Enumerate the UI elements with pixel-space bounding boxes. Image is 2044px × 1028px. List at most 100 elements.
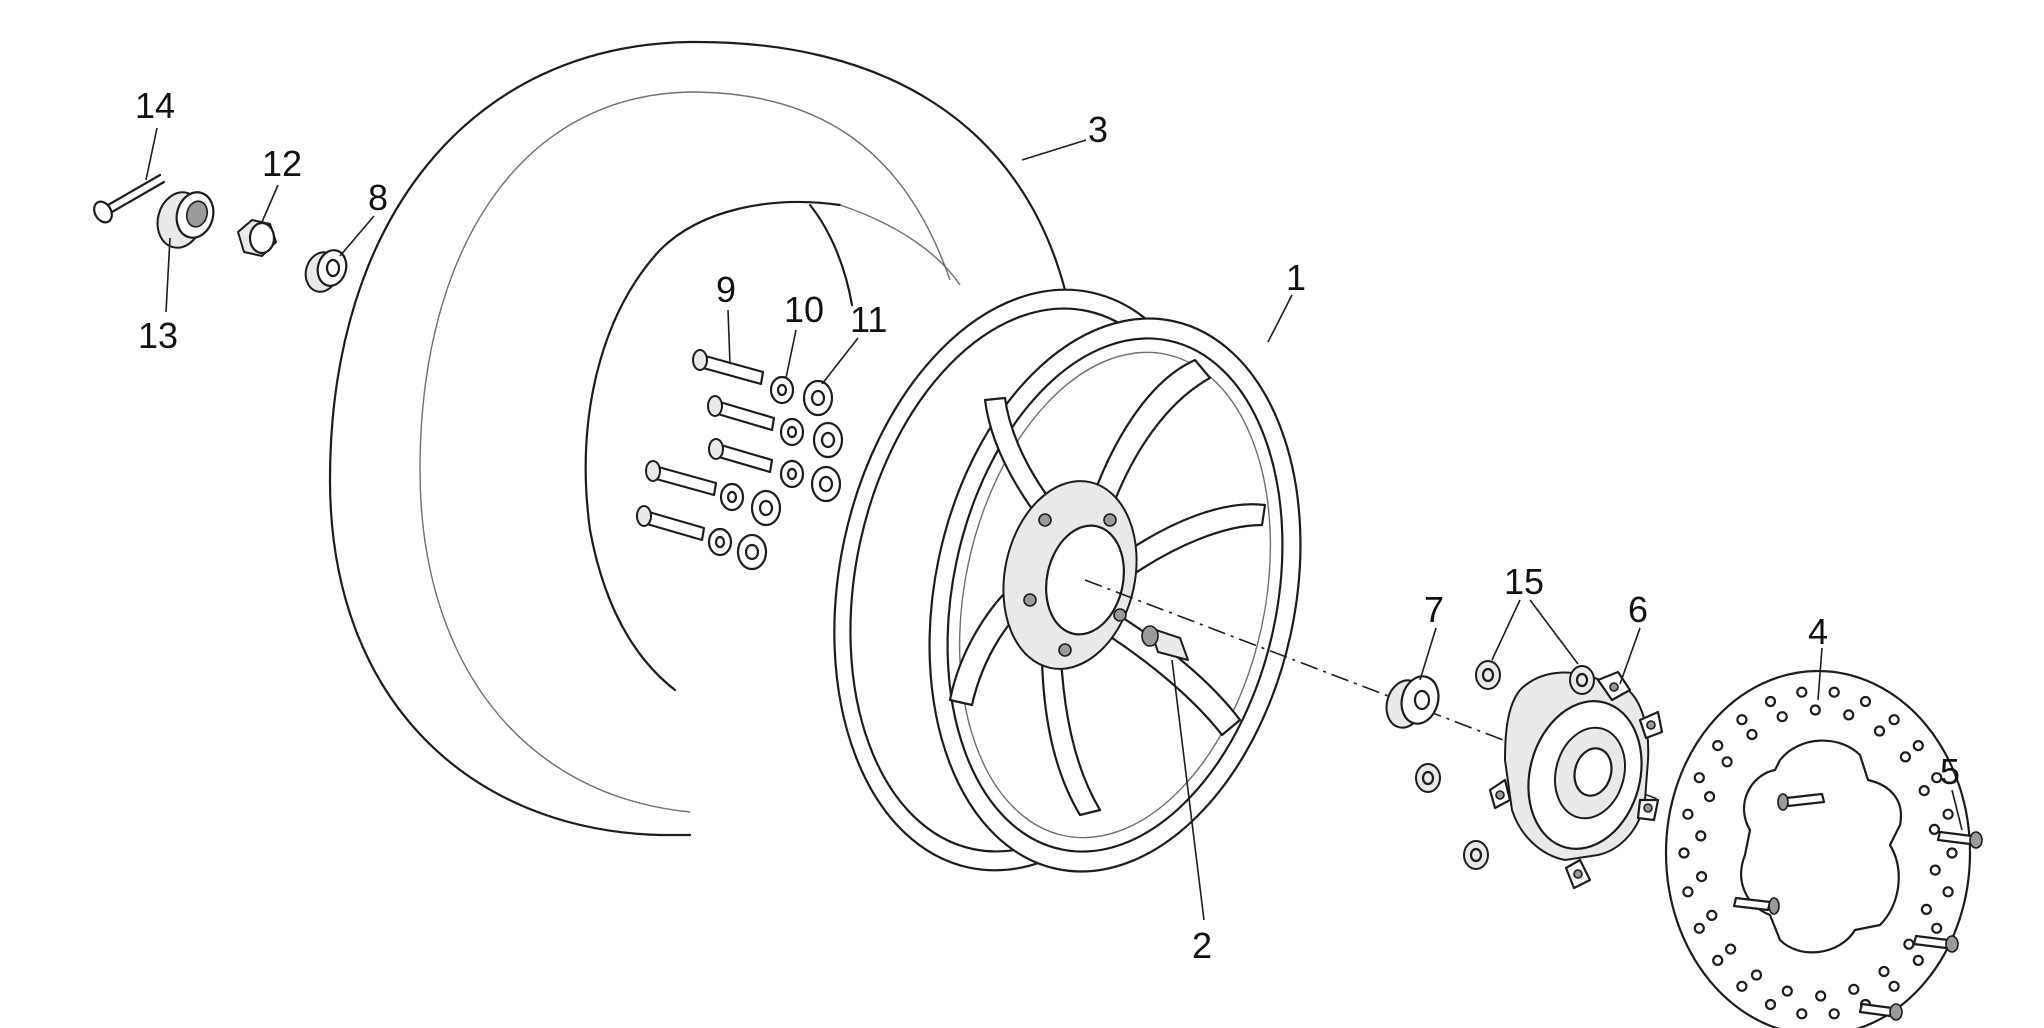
leader-5 bbox=[1951, 789, 1963, 831]
leader-15a bbox=[1491, 599, 1521, 661]
bolt-1 bbox=[692, 349, 834, 417]
flange-nut-4 bbox=[1463, 840, 1489, 870]
disc-hole bbox=[1706, 909, 1718, 922]
disc-hole bbox=[1703, 790, 1716, 803]
disc-hole bbox=[1828, 1008, 1840, 1020]
disc-hole bbox=[1693, 922, 1705, 934]
callout-3: 3 bbox=[1088, 109, 1108, 150]
bolt-5 bbox=[636, 505, 768, 571]
bolt-3 bbox=[708, 438, 842, 503]
disc-hole bbox=[1736, 714, 1748, 726]
leader-6 bbox=[1619, 627, 1641, 685]
disc-bolt-3 bbox=[1936, 830, 1983, 849]
disc-hole bbox=[1724, 943, 1737, 955]
leader-10 bbox=[785, 329, 797, 379]
disc-hole bbox=[1682, 886, 1694, 898]
disc-hole bbox=[1946, 847, 1958, 859]
callout-14: 14 bbox=[135, 85, 175, 126]
disc-hole bbox=[1873, 725, 1886, 737]
disc-hole bbox=[1843, 709, 1855, 721]
disc-hole bbox=[1781, 985, 1793, 997]
axle-nut-part bbox=[237, 219, 277, 257]
disc-hole bbox=[1796, 1008, 1808, 1020]
disc-hole bbox=[1912, 739, 1924, 752]
disc-hole bbox=[1712, 739, 1724, 752]
spacer-part bbox=[304, 249, 348, 293]
callout-8: 8 bbox=[368, 177, 388, 218]
disc-hole bbox=[1693, 772, 1705, 784]
flange-nut-1 bbox=[1475, 660, 1501, 690]
disc-bolt-4 bbox=[1912, 934, 1959, 953]
disc-hole bbox=[1928, 823, 1941, 836]
leader-8 bbox=[339, 215, 375, 257]
leader-11 bbox=[821, 337, 859, 385]
disc-bolt-2 bbox=[1732, 896, 1780, 915]
disc-hole bbox=[1942, 886, 1954, 898]
flange-nut-3 bbox=[1415, 763, 1441, 793]
disc-hole bbox=[1815, 990, 1827, 1002]
disc-hole bbox=[1695, 830, 1707, 842]
flange-nut-2 bbox=[1569, 665, 1595, 695]
disc-hole bbox=[1695, 870, 1708, 883]
callout-5: 5 bbox=[1940, 751, 1960, 792]
disc-hole bbox=[1920, 903, 1933, 916]
disc-hole bbox=[1712, 954, 1724, 967]
leader-3 bbox=[1021, 139, 1087, 161]
disc-hole bbox=[1942, 808, 1954, 820]
wheel-rim-part bbox=[833, 288, 1302, 873]
callout-1: 1 bbox=[1286, 257, 1306, 298]
leader-15b bbox=[1529, 599, 1579, 665]
leader-4 bbox=[1817, 647, 1823, 701]
disc-hole bbox=[1899, 751, 1912, 763]
bolt-2 bbox=[707, 395, 844, 459]
hub-bolts-group bbox=[636, 349, 844, 571]
leader-12 bbox=[261, 184, 279, 223]
disc-hole bbox=[1888, 714, 1900, 726]
leader-9 bbox=[727, 309, 731, 365]
brake-disc-flange-part bbox=[1488, 670, 1664, 890]
disc-bolts-group bbox=[1732, 792, 1983, 1021]
bearing-spacer-part bbox=[1385, 675, 1440, 729]
disc-hole bbox=[1929, 864, 1941, 876]
flange-nuts-group bbox=[1415, 660, 1595, 870]
disc-hole bbox=[1682, 808, 1694, 820]
brake-disc-part bbox=[1664, 669, 1972, 1028]
callout-10: 10 bbox=[784, 289, 824, 330]
disc-hole bbox=[1764, 695, 1777, 708]
callout-7: 7 bbox=[1424, 589, 1444, 630]
disc-hole bbox=[1750, 969, 1763, 981]
disc-hole bbox=[1859, 695, 1872, 708]
disc-hole bbox=[1678, 847, 1690, 859]
leader-lines bbox=[145, 127, 1963, 921]
tyre-part bbox=[328, 40, 1067, 837]
leader-14 bbox=[145, 127, 158, 181]
leader-1 bbox=[1267, 294, 1293, 343]
leader-13 bbox=[165, 237, 171, 313]
bolt-4 bbox=[645, 460, 782, 527]
disc-hole bbox=[1736, 980, 1748, 992]
callout-12: 12 bbox=[262, 143, 302, 184]
leader-7 bbox=[1419, 627, 1437, 681]
leader-2 bbox=[1171, 659, 1205, 921]
disc-hole bbox=[1746, 728, 1758, 741]
disc-bolt-5 bbox=[1858, 1002, 1903, 1021]
castle-nut-cap-part bbox=[156, 191, 215, 249]
disc-holes bbox=[1678, 686, 1958, 1020]
split-pin-part bbox=[93, 173, 166, 224]
disc-hole bbox=[1878, 965, 1890, 978]
callout-labels: 14 12 8 13 3 9 10 11 1 2 7 15 6 4 5 bbox=[135, 85, 1960, 966]
disc-hole bbox=[1828, 686, 1840, 698]
disc-hole bbox=[1796, 686, 1808, 698]
disc-hole bbox=[1776, 711, 1788, 723]
callout-11: 11 bbox=[850, 299, 887, 340]
disc-hole bbox=[1888, 980, 1900, 992]
axle-centerline bbox=[1084, 579, 1661, 801]
disc-hole bbox=[1764, 998, 1777, 1011]
disc-hole bbox=[1918, 784, 1930, 797]
disc-hole bbox=[1809, 704, 1821, 716]
disc-hole bbox=[1912, 954, 1924, 967]
disc-hole bbox=[1848, 983, 1860, 995]
callout-4: 4 bbox=[1808, 611, 1828, 652]
callout-9: 9 bbox=[716, 269, 736, 310]
